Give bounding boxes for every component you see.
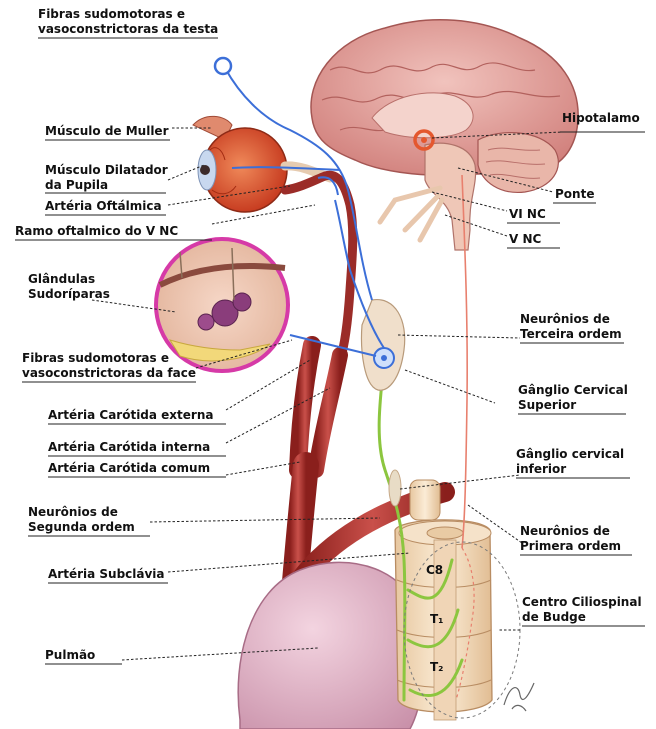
- label-line: vasoconstrictoras da testa: [38, 22, 218, 37]
- label-neuronios-terceira: Neurônios de Terceira ordem: [520, 312, 622, 342]
- label-line: Gânglio Cervical: [518, 383, 628, 398]
- segment-t1: T₁: [430, 612, 443, 626]
- label-line: vasoconstrictoras da face: [22, 366, 196, 381]
- label-glandulas: Glândulas Sudoríparas: [28, 272, 110, 302]
- label-fibras-testa: Fibras sudomotoras e vasoconstrictoras d…: [38, 7, 218, 37]
- label-ponte: Ponte: [555, 187, 594, 202]
- label-carotida-externa: Artéria Carótida externa: [48, 408, 213, 423]
- label-line: Fibras sudomotoras e: [22, 351, 196, 366]
- label-musculo-dilatador: Músculo Dilatador da Pupila: [45, 163, 168, 193]
- label-ganglio-inferior: Gânglio cervical inferior: [516, 447, 624, 477]
- label-v-nc: V NC: [509, 232, 541, 247]
- label-ramo-oftalmico: Ramo oftalmico do V NC: [15, 224, 178, 239]
- label-vi-nc: VI NC: [509, 207, 546, 222]
- segment-c8: C8: [426, 563, 443, 577]
- label-hipotalamo: Hipotalamo: [562, 111, 640, 126]
- label-line: Gânglio cervical: [516, 447, 624, 462]
- label-line: de Budge: [522, 610, 642, 625]
- label-line: Segunda ordem: [28, 520, 135, 535]
- label-arteria-subclavia: Artéria Subclávia: [48, 567, 165, 582]
- segment-t2: T₂: [430, 660, 443, 674]
- label-pulmao: Pulmão: [45, 648, 95, 663]
- label-arteria-oftalmica: Artéria Oftálmica: [45, 199, 162, 214]
- label-line: Primera ordem: [520, 539, 621, 554]
- label-line: Centro Ciliospinal: [522, 595, 642, 610]
- label-line: da Pupila: [45, 178, 168, 193]
- label-carotida-interna: Artéria Carótida interna: [48, 440, 210, 455]
- artist-signature: [500, 675, 540, 715]
- label-line: Neurônios de: [28, 505, 135, 520]
- label-line: Músculo Dilatador: [45, 163, 168, 178]
- label-centro-budge: Centro Ciliospinal de Budge: [522, 595, 642, 625]
- label-line: Superior: [518, 398, 628, 413]
- label-line: Fibras sudomotoras e: [38, 7, 218, 22]
- label-line: Neurônios de: [520, 312, 622, 327]
- label-musculo-muller: Músculo de Muller: [45, 124, 169, 139]
- label-ganglio-superior: Gânglio Cervical Superior: [518, 383, 628, 413]
- label-neuronios-primeira: Neurônios de Primera ordem: [520, 524, 621, 554]
- label-carotida-comum: Artéria Carótida comum: [48, 461, 210, 476]
- label-line: Terceira ordem: [520, 327, 622, 342]
- spinal-column: [395, 480, 492, 720]
- label-line: Glândulas: [28, 272, 110, 287]
- label-neuronios-segunda: Neurônios de Segunda ordem: [28, 505, 135, 535]
- label-line: inferior: [516, 462, 624, 477]
- label-line: Sudoríparas: [28, 287, 110, 302]
- label-fibras-face: Fibras sudomotoras e vasoconstrictoras d…: [22, 351, 196, 381]
- label-line: Neurônios de: [520, 524, 621, 539]
